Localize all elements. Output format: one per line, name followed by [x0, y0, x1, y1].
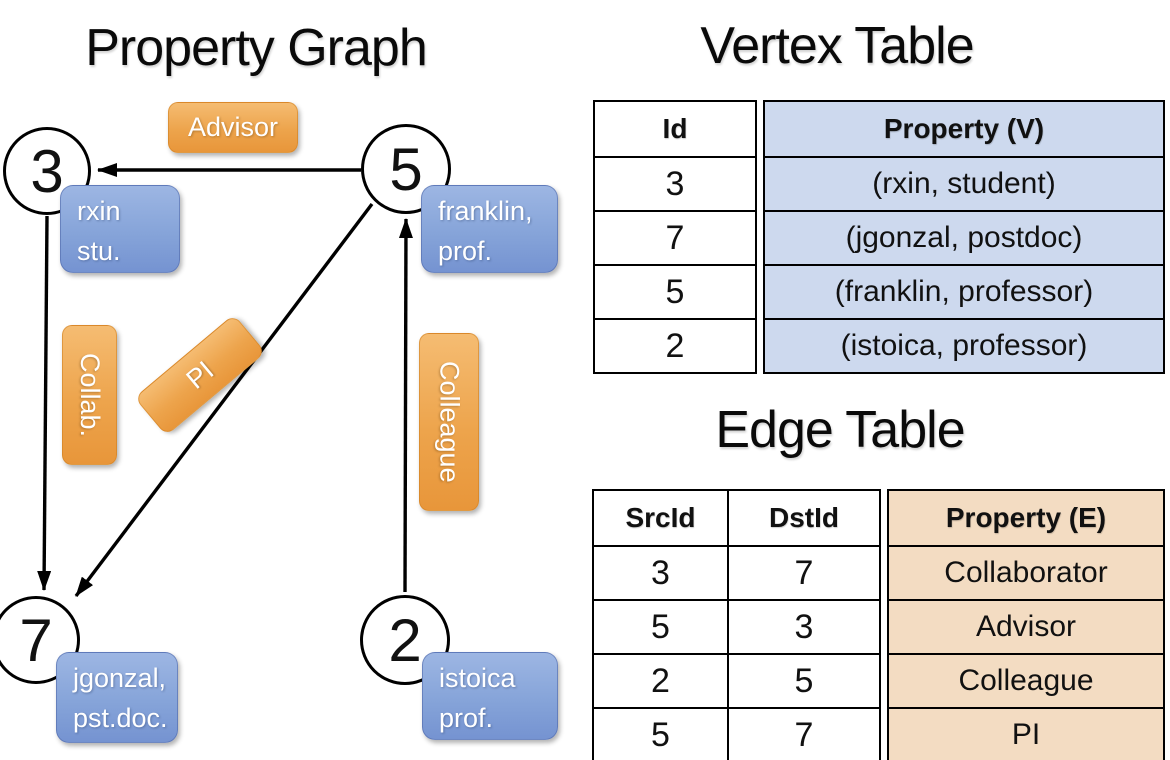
- edge-table-property-column: Property (E) Collaborator Advisor Collea…: [887, 489, 1165, 760]
- vertex-table-title: Vertex Table: [700, 17, 974, 75]
- edge-line-colleague-2-to-5: [398, 218, 413, 593]
- vertex-property-line: rxin: [77, 196, 121, 226]
- table-header-row: Id: [595, 102, 755, 156]
- node-7-id-label: 7: [19, 606, 53, 674]
- edge-header-dstid: DstId: [727, 491, 879, 545]
- table-row: 5: [595, 264, 755, 318]
- table-row: 7: [595, 210, 755, 264]
- edge-line-collab-3-to-7: [37, 215, 52, 591]
- edge-dstid-cell: 7: [727, 709, 879, 760]
- vertex-property-box-jgonzal: jgonzal, pst.doc.: [56, 652, 178, 743]
- table-row: Colleague: [889, 653, 1163, 707]
- vertex-table-id-column: Id 3 7 5 2: [593, 100, 757, 374]
- table-row: (istoica, professor): [765, 318, 1163, 372]
- vertex-id-cell: 5: [665, 272, 685, 311]
- table-row: 2 5: [594, 653, 879, 707]
- vertex-property-cell: (istoica, professor): [765, 320, 1163, 372]
- vertex-property-line: franklin,: [438, 196, 533, 226]
- edge-table-title: Edge Table: [715, 401, 965, 459]
- vertex-table-property-column: Property (V) (rxin, student) (jgonzal, p…: [763, 100, 1165, 374]
- table-row: 5 3: [594, 599, 879, 653]
- vertex-property-line: jgonzal,: [73, 663, 167, 693]
- table-header-row: SrcId DstId: [594, 491, 879, 545]
- table-header-row: Property (V): [765, 102, 1163, 156]
- table-header-row: Property (E): [889, 491, 1163, 545]
- edge-srcid-cell: 3: [651, 553, 670, 592]
- table-row: Collaborator: [889, 545, 1163, 599]
- table-row: PI: [889, 707, 1163, 760]
- vertex-property-line: pst.doc.: [73, 703, 168, 733]
- edge-line-pi-5-to-7: [74, 202, 374, 598]
- edge-srcid-cell: 5: [651, 715, 670, 754]
- table-row: 3 7: [594, 545, 879, 599]
- edge-property-cell: Colleague: [889, 655, 1163, 707]
- vertex-id-cell: 7: [665, 218, 685, 257]
- property-graph-title: Property Graph: [85, 19, 428, 77]
- edge-property-label-colleague: Colleague: [419, 333, 479, 511]
- edge-header-srcid: SrcId: [625, 502, 696, 533]
- vertex-id-cell: 2: [665, 326, 685, 365]
- vertex-property-line: istoica: [439, 663, 516, 693]
- table-row: 5 7: [594, 707, 879, 760]
- node-2-id-label: 2: [388, 606, 422, 674]
- edge-property-label-collab: Collab.: [62, 325, 117, 465]
- edge-srcid-cell: 5: [651, 607, 670, 646]
- table-row: (jgonzal, postdoc): [765, 210, 1163, 264]
- vertex-table: Id 3 7 5 2 Property (V) (rxin, student): [593, 100, 1165, 374]
- edge-property-cell: PI: [889, 709, 1163, 760]
- vertex-property-box-istoica: istoica prof.: [422, 652, 558, 740]
- table-row: 2: [595, 318, 755, 372]
- property-graph-diagram: 3 5 7 2 Advisor Collab. Colleague PI rxi…: [0, 102, 558, 743]
- edge-table: SrcId DstId 3 7 5 3 2 5 5 7 Property (E): [592, 489, 1165, 760]
- edge-property-label-advisor: Advisor: [168, 102, 298, 153]
- vertex-property-box-franklin: franklin, prof.: [421, 185, 558, 273]
- vertex-property-line: stu.: [77, 236, 121, 266]
- table-row: (rxin, student): [765, 156, 1163, 210]
- graph-node-5: 5: [361, 124, 451, 214]
- vertex-property-line: prof.: [439, 703, 494, 733]
- edge-header-property: Property (E): [889, 491, 1163, 545]
- vertex-property-line: prof.: [438, 236, 493, 266]
- node-3-id-label: 3: [30, 137, 64, 205]
- vertex-property-cell: (rxin, student): [765, 158, 1163, 210]
- table-row: 3: [595, 156, 755, 210]
- vertex-id-cell: 3: [665, 164, 685, 203]
- edge-dstid-cell: 3: [727, 601, 879, 653]
- vertex-header-property: Property (V): [765, 102, 1163, 156]
- table-row: Advisor: [889, 599, 1163, 653]
- graph-edges-svg: [37, 163, 413, 598]
- edge-property-cell: Collaborator: [889, 547, 1163, 599]
- edge-dstid-cell: 5: [727, 655, 879, 707]
- edge-dstid-cell: 7: [727, 547, 879, 599]
- vertex-property-cell: (jgonzal, postdoc): [765, 212, 1163, 264]
- edge-property-cell: Advisor: [889, 601, 1163, 653]
- edge-srcid-cell: 2: [651, 661, 670, 700]
- table-row: (franklin, professor): [765, 264, 1163, 318]
- edge-table-id-columns: SrcId DstId 3 7 5 3 2 5 5 7: [592, 489, 881, 760]
- vertex-property-cell: (franklin, professor): [765, 266, 1163, 318]
- node-5-id-label: 5: [389, 135, 423, 203]
- vertex-header-id: Id: [662, 113, 688, 144]
- vertex-property-box-rxin: rxin stu.: [60, 185, 180, 273]
